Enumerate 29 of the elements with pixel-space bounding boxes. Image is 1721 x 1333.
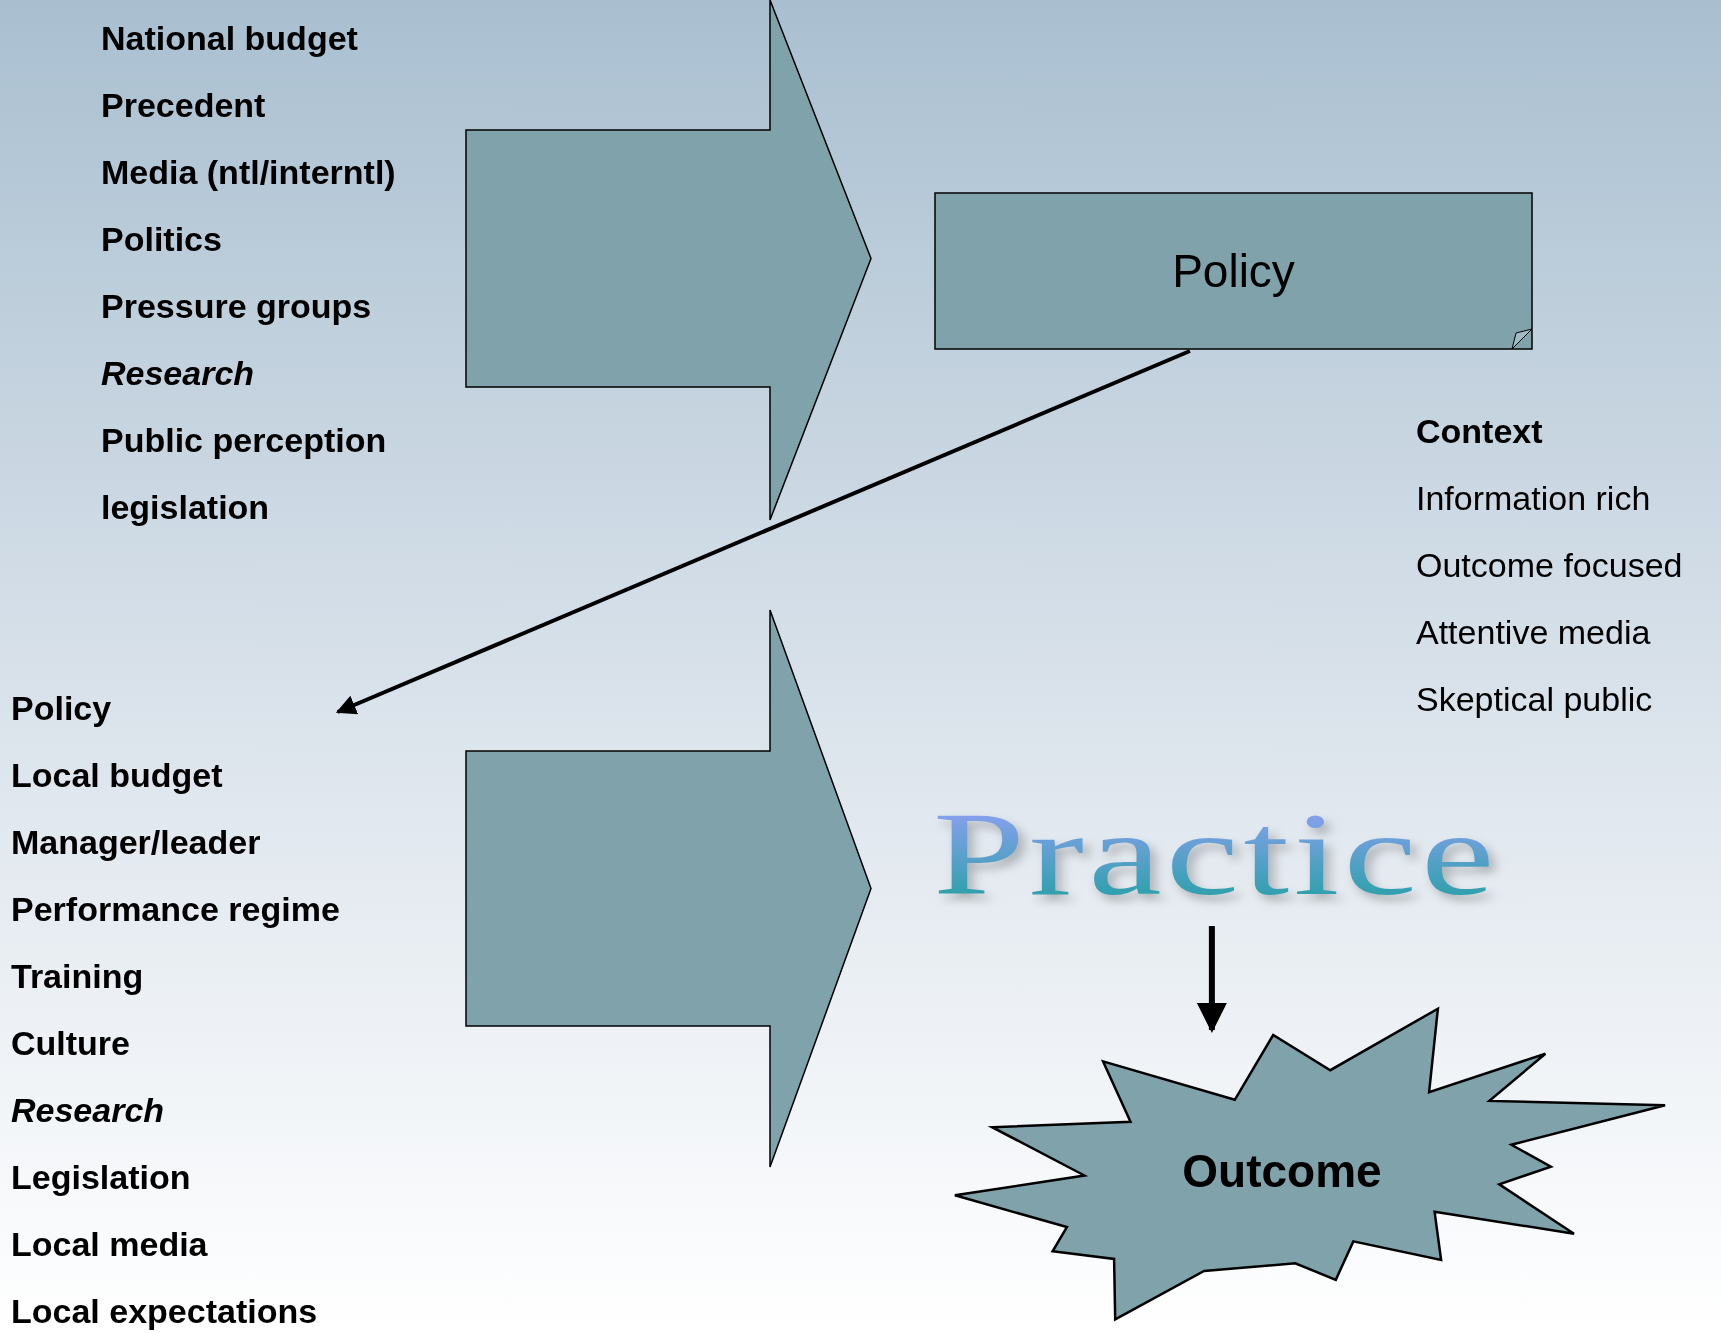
factor-text: Media (ntl/interntl) xyxy=(101,152,396,192)
factor-text: Policy xyxy=(11,688,112,728)
factor-text: Local expectations xyxy=(11,1291,318,1331)
context-item: Outcome focused xyxy=(1416,545,1683,585)
factor-text: Public perception xyxy=(101,420,387,460)
factor-text: Local media xyxy=(11,1224,208,1264)
block-arrow xyxy=(465,609,872,1168)
factor-text: Training xyxy=(11,956,144,996)
factor-text: Manager/leader xyxy=(11,822,261,862)
factor-text: Research xyxy=(11,1090,165,1130)
factor-text: Precedent xyxy=(101,85,266,125)
arrow xyxy=(1196,926,1227,1033)
factor-text: legislation xyxy=(101,487,270,527)
context-item: Skeptical public xyxy=(1416,679,1653,719)
context-heading: Context xyxy=(1416,411,1543,451)
box-label: Policy xyxy=(1172,244,1295,298)
factor-text: Politics xyxy=(101,219,222,259)
factor-text: Research xyxy=(101,353,255,393)
factor-text: Pressure groups xyxy=(101,286,372,326)
factor-text: Legislation xyxy=(11,1157,191,1197)
context-item: Information rich xyxy=(1416,478,1651,518)
arrow xyxy=(335,349,1191,715)
factor-text: Performance regime xyxy=(11,889,340,929)
factor-text: Local budget xyxy=(11,755,223,795)
outcome-label: Outcome xyxy=(1182,1144,1382,1198)
block-arrow xyxy=(465,0,872,521)
factor-text: Culture xyxy=(11,1023,130,1063)
context-item: Attentive media xyxy=(1416,612,1651,652)
factor-text: National budget xyxy=(101,18,358,58)
